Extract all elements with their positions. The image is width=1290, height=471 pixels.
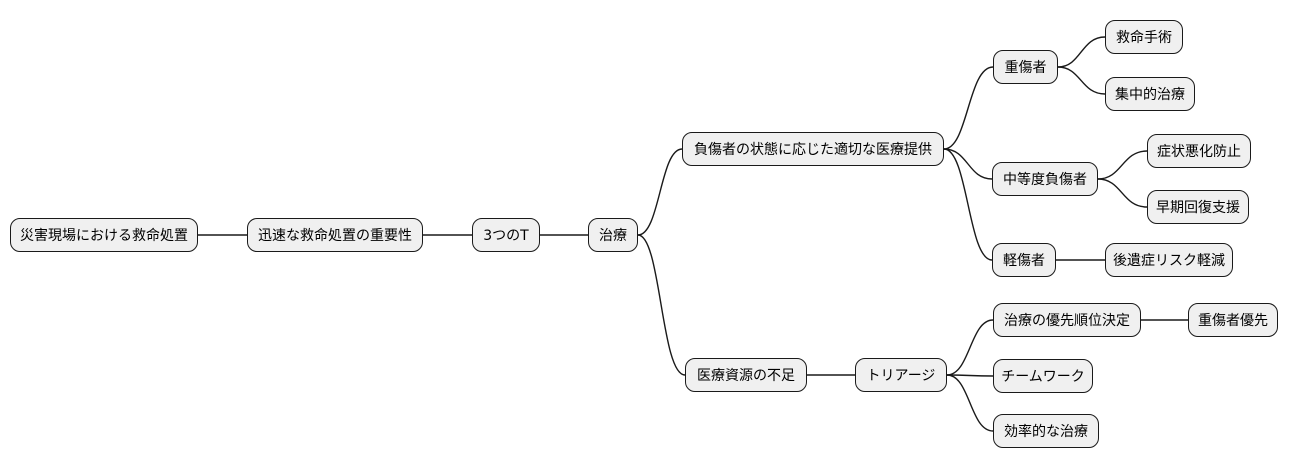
edge-appropriate-care-to-moderate xyxy=(943,148,993,180)
node-resource-shortage[interactable]: 医療資源の不足 xyxy=(685,358,807,392)
node-triage[interactable]: トリアージ xyxy=(855,358,947,392)
node-severe-first[interactable]: 重傷者優先 xyxy=(1188,303,1278,337)
node-teamwork[interactable]: チームワーク xyxy=(993,359,1093,393)
edge-severe-to-intensive-care xyxy=(1057,66,1106,95)
node-reduce-aftereffects[interactable]: 後遺症リスク軽減 xyxy=(1105,243,1233,277)
edge-appropriate-care-to-severe xyxy=(943,66,994,150)
node-treatment[interactable]: 治療 xyxy=(588,218,638,252)
node-minor[interactable]: 軽傷者 xyxy=(992,243,1056,277)
node-priority-decision[interactable]: 治療の優先順位決定 xyxy=(993,303,1141,337)
edge-triage-to-teamwork xyxy=(946,374,994,377)
edge-appropriate-care-to-minor xyxy=(943,148,993,261)
node-efficient-treatment[interactable]: 効率的な治療 xyxy=(993,414,1099,448)
edge-moderate-to-prevent-worsening xyxy=(1097,150,1148,180)
edge-severe-to-lifesaving-surgery xyxy=(1057,36,1106,68)
node-importance[interactable]: 迅速な救命処置の重要性 xyxy=(247,218,423,252)
edge-triage-to-efficient-treatment xyxy=(946,374,994,432)
node-severe[interactable]: 重傷者 xyxy=(993,50,1058,84)
edge-moderate-to-early-recovery xyxy=(1097,178,1148,208)
node-root[interactable]: 災害現場における救命処置 xyxy=(10,218,198,252)
node-three-t[interactable]: 3つのT xyxy=(472,218,540,252)
node-appropriate-care[interactable]: 負傷者の状態に応じた適切な医療提供 xyxy=(682,132,944,166)
node-moderate[interactable]: 中等度負傷者 xyxy=(992,162,1098,196)
node-early-recovery[interactable]: 早期回復支援 xyxy=(1147,190,1249,224)
edge-treatment-to-resource-shortage xyxy=(637,234,686,376)
node-intensive-care[interactable]: 集中的治療 xyxy=(1105,77,1195,111)
edge-triage-to-priority-decision xyxy=(946,319,994,376)
node-prevent-worsening[interactable]: 症状悪化防止 xyxy=(1147,134,1251,168)
node-lifesaving-surgery[interactable]: 救命手術 xyxy=(1105,20,1183,54)
edge-treatment-to-appropriate-care xyxy=(637,148,683,236)
